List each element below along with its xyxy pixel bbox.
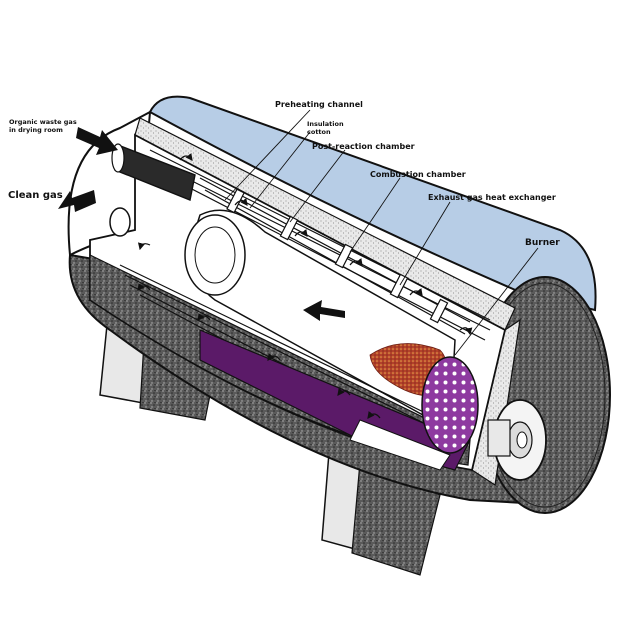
post-reaction-chamber-label: Post-reaction chamber	[312, 142, 415, 151]
flow-arrows	[58, 127, 345, 321]
burner-disc-icon	[421, 356, 479, 454]
leader-lines	[224, 109, 539, 356]
circulation-arrows	[137, 153, 473, 419]
clean-gas-label: Clean gas	[8, 190, 63, 201]
insulation-cotton-label-line1: Insulation	[307, 120, 344, 128]
combustion-chamber-label: Combustion chamber	[370, 170, 466, 179]
organic-waste-gas-label-line2: in drying room	[9, 126, 63, 134]
burner-label: Burner	[525, 238, 560, 248]
inlet-arrow-icon	[76, 127, 118, 155]
organic-waste-gas-label: Organic waste gas in drying room	[9, 118, 77, 134]
left-pipes	[109, 143, 196, 237]
insulation-cotton-label: Insulation cotton	[307, 120, 344, 136]
flow-direction-arrow-icon	[303, 300, 345, 321]
clean-gas-outlet-flange	[109, 207, 131, 237]
insulation-cotton-label-line2: cotton	[307, 128, 331, 136]
exhaust-gas-heat-exchanger-label: Exhaust gas heat exchanger	[428, 193, 556, 202]
burner-assembly	[421, 356, 547, 481]
organic-waste-gas-label-line1: Organic waste gas	[9, 118, 77, 126]
preheating-channel-label: Preheating channel	[275, 100, 363, 109]
outlet-arrow-icon	[58, 190, 96, 212]
